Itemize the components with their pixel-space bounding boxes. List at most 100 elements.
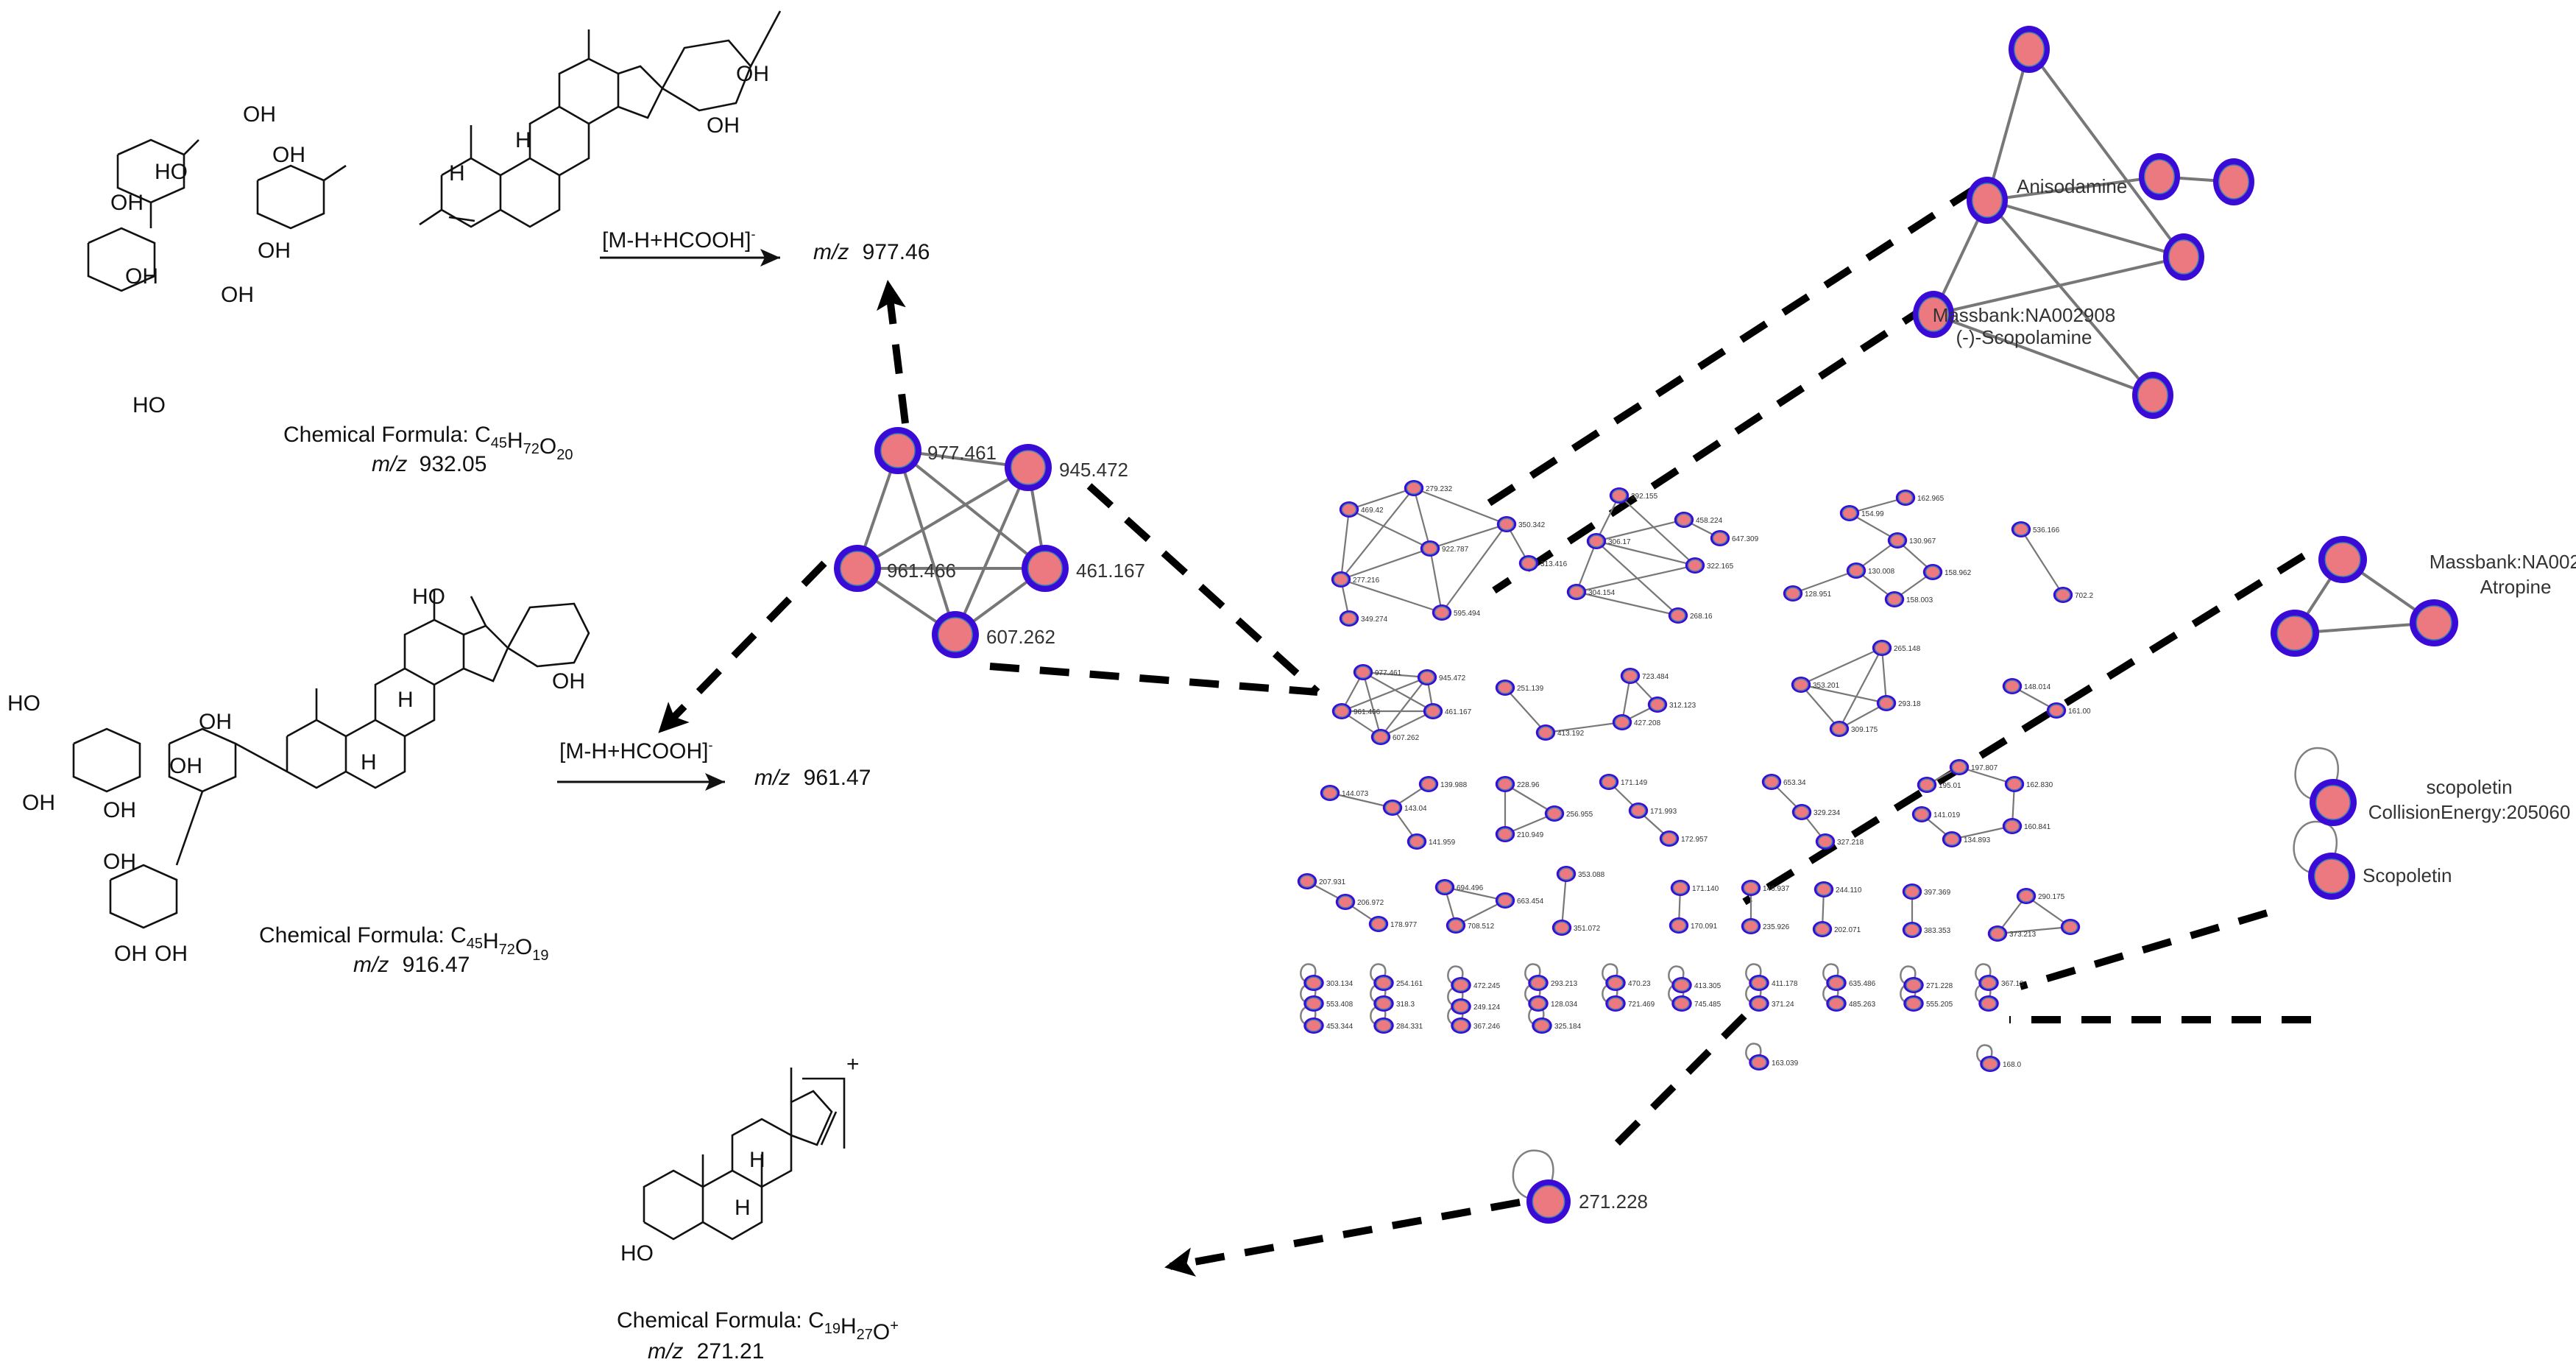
grid-node[interactable]	[1620, 668, 1641, 684]
grid-node[interactable]	[1628, 803, 1649, 819]
grid-node[interactable]	[2016, 888, 2037, 904]
grid-node[interactable]	[1710, 530, 1730, 546]
grid-node[interactable]	[1535, 724, 1556, 741]
grid-node[interactable]	[2002, 818, 2023, 834]
grid-node[interactable]	[1978, 975, 1999, 991]
grid-node[interactable]	[1434, 879, 1455, 895]
grid-node[interactable]	[1418, 776, 1439, 792]
grid-node[interactable]	[1297, 873, 1317, 889]
grid-node[interactable]	[1812, 921, 1833, 937]
grid-node[interactable]	[1987, 925, 2008, 942]
grid-node[interactable]	[1749, 975, 1769, 991]
grid-node[interactable]	[1674, 512, 1694, 528]
grid-node[interactable]	[1670, 880, 1691, 896]
node-607-262[interactable]	[932, 611, 979, 658]
grid-node[interactable]	[1353, 664, 1373, 680]
grid-node[interactable]	[1887, 532, 1908, 549]
grid-node[interactable]	[1741, 918, 1761, 934]
grid-node[interactable]	[1495, 826, 1515, 842]
grid-node[interactable]	[1741, 880, 1761, 896]
node-atropine-cluster[interactable]	[2271, 610, 2319, 657]
node-961-466[interactable]	[834, 545, 881, 592]
node-271-228[interactable]	[1526, 1179, 1571, 1224]
node-anisodamine-cluster[interactable]	[1967, 177, 2008, 224]
grid-node[interactable]	[1814, 881, 1834, 897]
grid-node[interactable]	[1647, 696, 1668, 713]
grid-node[interactable]	[1761, 774, 1782, 790]
grid-node[interactable]	[1303, 995, 1324, 1012]
grid-node[interactable]	[1902, 883, 1922, 900]
grid-node[interactable]	[1446, 917, 1466, 934]
grid-node[interactable]	[1599, 774, 1619, 790]
grid-node[interactable]	[1605, 995, 1626, 1012]
grid-node[interactable]	[1495, 680, 1515, 696]
grid-node[interactable]	[1826, 995, 1847, 1012]
node-anisodamine-cluster[interactable]	[2132, 372, 2173, 419]
grid-node[interactable]	[1902, 922, 1922, 938]
grid-node[interactable]	[1917, 777, 1937, 793]
grid-node[interactable]	[1339, 501, 1359, 518]
grid-node[interactable]	[2053, 587, 2073, 603]
grid-node[interactable]	[1551, 920, 1572, 936]
grid-node[interactable]	[1368, 916, 1389, 932]
grid-node[interactable]	[1331, 703, 1352, 719]
grid-node[interactable]	[1829, 721, 1850, 737]
grid-node[interactable]	[1566, 584, 1587, 600]
grid-node[interactable]	[1373, 1017, 1394, 1034]
grid-node[interactable]	[1373, 975, 1394, 991]
grid-node[interactable]	[1922, 564, 1943, 580]
node-anisodamine-cluster[interactable]	[2139, 153, 2180, 200]
grid-node[interactable]	[1668, 607, 1688, 624]
grid-node[interactable]	[1420, 540, 1440, 557]
grid-node[interactable]	[1671, 995, 1692, 1012]
grid-node[interactable]	[1451, 998, 1471, 1015]
grid-node[interactable]	[1872, 640, 1892, 656]
grid-node[interactable]	[1320, 785, 1340, 801]
node-scopoletin-1[interactable]	[2310, 779, 2357, 826]
grid-node[interactable]	[1612, 714, 1632, 730]
grid-node[interactable]	[1685, 557, 1705, 574]
node-977-461[interactable]	[874, 427, 921, 474]
grid-node[interactable]	[1895, 490, 1916, 506]
grid-node[interactable]	[1749, 1054, 1769, 1071]
grid-node[interactable]	[1495, 776, 1515, 792]
node-anisodamine-cluster[interactable]	[2163, 233, 2204, 281]
node-atropine-cluster[interactable]	[2318, 536, 2367, 583]
node-anisodamine-cluster[interactable]	[2009, 26, 2050, 73]
grid-node[interactable]	[1609, 487, 1630, 504]
grid-node[interactable]	[1669, 917, 1689, 934]
grid-node[interactable]	[1406, 833, 1427, 850]
grid-node[interactable]	[1496, 516, 1517, 532]
grid-node[interactable]	[1942, 831, 1962, 847]
grid-node[interactable]	[1370, 729, 1391, 745]
grid-node[interactable]	[1331, 571, 1351, 588]
grid-node[interactable]	[1605, 975, 1626, 991]
grid-node[interactable]	[2060, 919, 2081, 935]
grid-node[interactable]	[1532, 1017, 1552, 1034]
node-945-472[interactable]	[1005, 444, 1052, 491]
grid-node[interactable]	[1528, 995, 1549, 1012]
grid-node[interactable]	[1839, 505, 1860, 521]
grid-node[interactable]	[1303, 1017, 1324, 1034]
grid-node[interactable]	[1335, 894, 1356, 910]
grid-node[interactable]	[1659, 830, 1680, 847]
node-461-167[interactable]	[1022, 545, 1069, 592]
grid-node[interactable]	[1671, 977, 1692, 993]
node-anisodamine-cluster[interactable]	[2213, 158, 2254, 205]
node-atropine-cluster[interactable]	[2410, 599, 2458, 646]
grid-node[interactable]	[1903, 995, 1924, 1012]
grid-node[interactable]	[1783, 585, 1803, 602]
grid-node[interactable]	[1556, 866, 1577, 882]
grid-node[interactable]	[1373, 995, 1394, 1012]
grid-node[interactable]	[1791, 804, 1812, 820]
grid-node[interactable]	[1978, 995, 1999, 1012]
grid-node[interactable]	[1815, 833, 1836, 850]
grid-node[interactable]	[1495, 892, 1515, 909]
grid-node[interactable]	[1884, 591, 1905, 607]
grid-node[interactable]	[1911, 806, 1932, 822]
grid-node[interactable]	[1404, 480, 1424, 496]
grid-node[interactable]	[1980, 1056, 2000, 1072]
grid-node[interactable]	[1382, 800, 1403, 816]
grid-node[interactable]	[1846, 562, 1866, 579]
grid-node[interactable]	[1749, 995, 1769, 1012]
